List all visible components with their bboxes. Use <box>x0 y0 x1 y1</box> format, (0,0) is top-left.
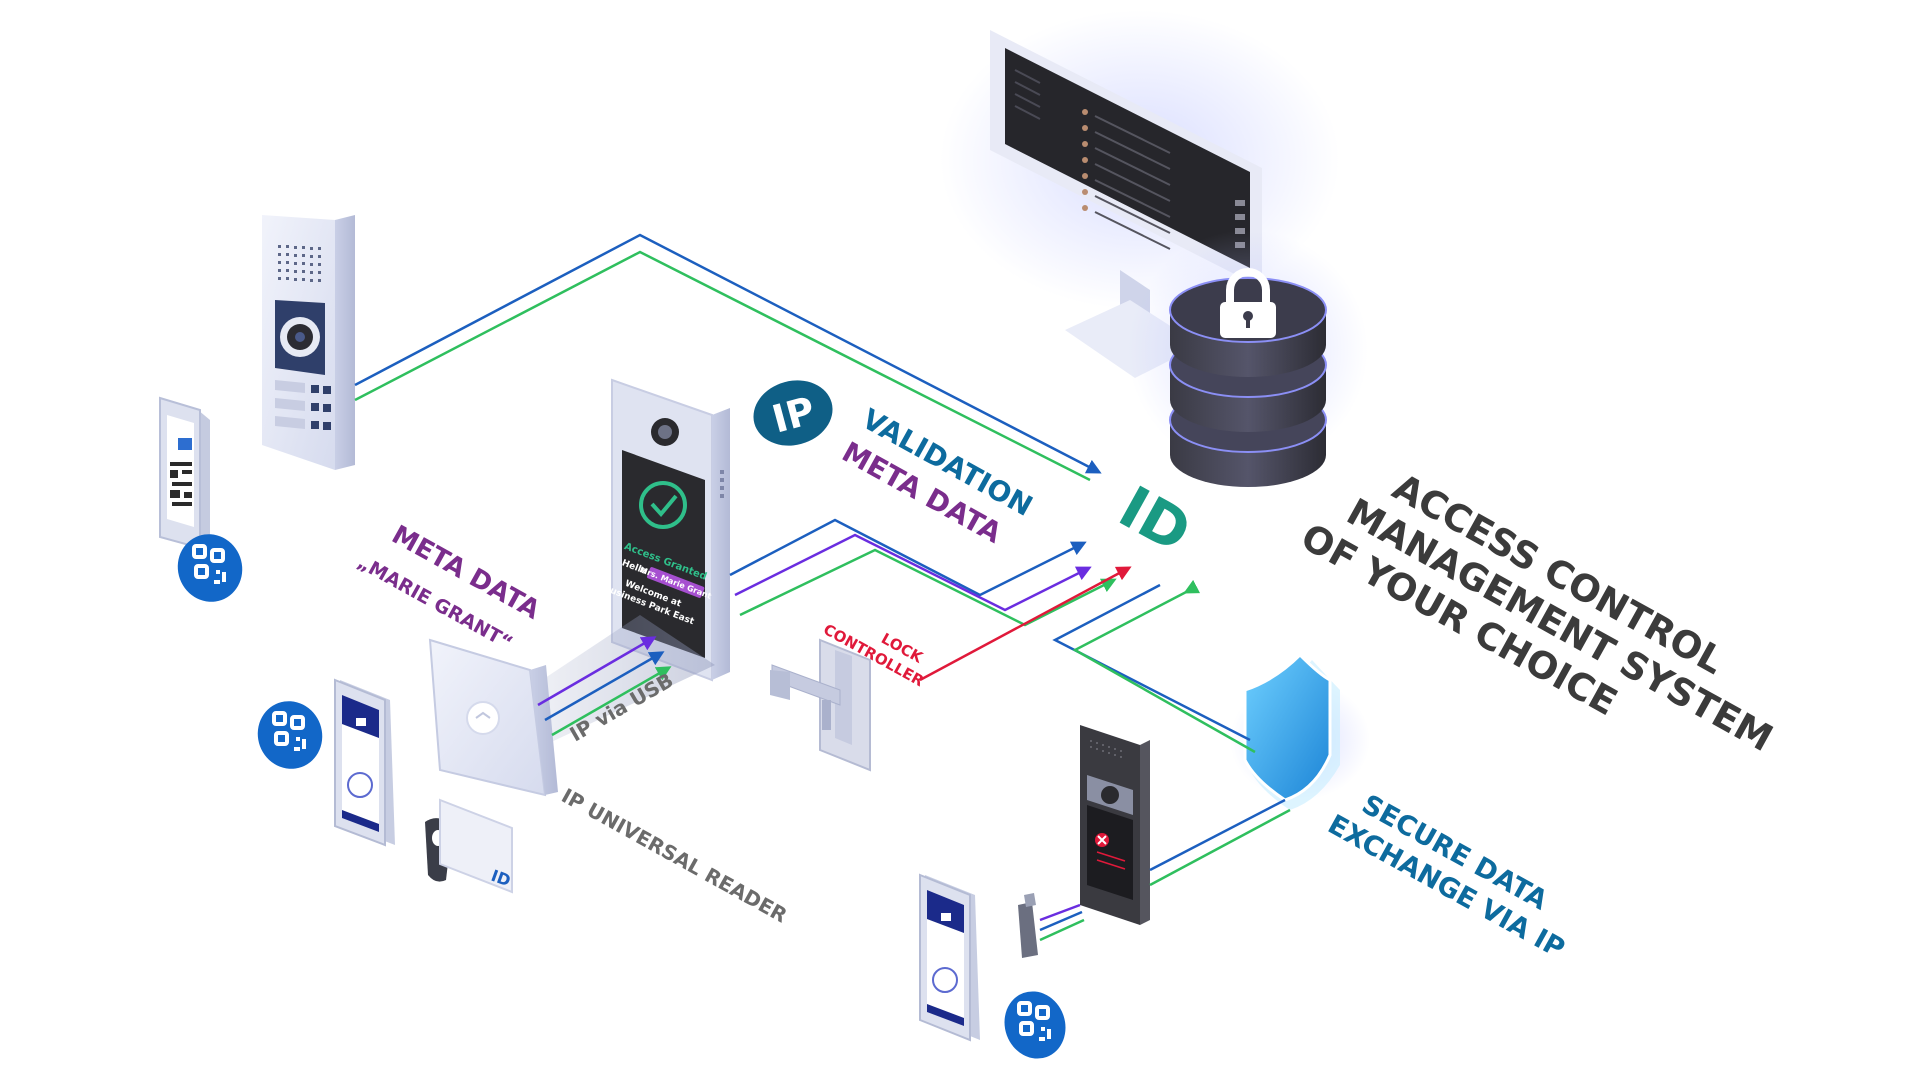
line-reader-blue <box>729 518 1087 597</box>
line-reader-purple <box>734 533 1092 612</box>
monitor-screen <box>1005 48 1250 268</box>
line-id-green <box>1072 579 1256 754</box>
line-intercom-green <box>354 250 1091 482</box>
line-reader-green <box>739 548 1117 627</box>
qr-code-icon <box>257 701 323 769</box>
camera-icon <box>280 317 320 357</box>
ip-badge: IP <box>753 380 833 446</box>
padlock-icon <box>1220 268 1276 338</box>
usb-reader-device <box>428 638 558 797</box>
database-icon <box>1128 230 1368 487</box>
camera-icon <box>651 418 679 446</box>
id-card: ID <box>439 798 513 894</box>
line-id-blue <box>1052 583 1251 742</box>
shield-icon <box>1230 652 1370 810</box>
dark-intercom-panel <box>1080 725 1150 925</box>
connection-lines <box>354 233 1291 942</box>
label-access-control: ACCESS CONTROL MANAGEMENT SYSTEM OF YOUR… <box>1294 465 1780 760</box>
lock-controller-device <box>770 638 871 772</box>
ip-universal-reader: Access Granted Hello Mrs. Marie Grant We… <box>602 378 730 682</box>
checkmark-icon <box>639 481 687 529</box>
intercom-panel <box>262 215 355 470</box>
label-secure-data: SECURE DATA EXCHANGE VIA IP <box>1323 789 1570 965</box>
label-ip-universal-reader: IP UNIVERSAL READER <box>558 783 792 927</box>
usb-beam <box>530 615 715 745</box>
camera-icon <box>1101 786 1119 804</box>
qr-code-icon <box>177 534 243 602</box>
phone-qr-code <box>159 396 210 550</box>
line-intercom-blue <box>354 233 1102 474</box>
phone-mobile-key <box>334 678 395 847</box>
qr-code-icon <box>1004 991 1066 1059</box>
phone-mobile-key-bottom <box>919 873 980 1042</box>
admin-monitor <box>940 10 1340 378</box>
line-lock-red <box>919 566 1132 682</box>
label-access-control-line2: MANAGEMENT SYSTEM <box>1340 490 1780 760</box>
usb-stick <box>1018 893 1038 958</box>
label-id: ID <box>1108 473 1202 566</box>
